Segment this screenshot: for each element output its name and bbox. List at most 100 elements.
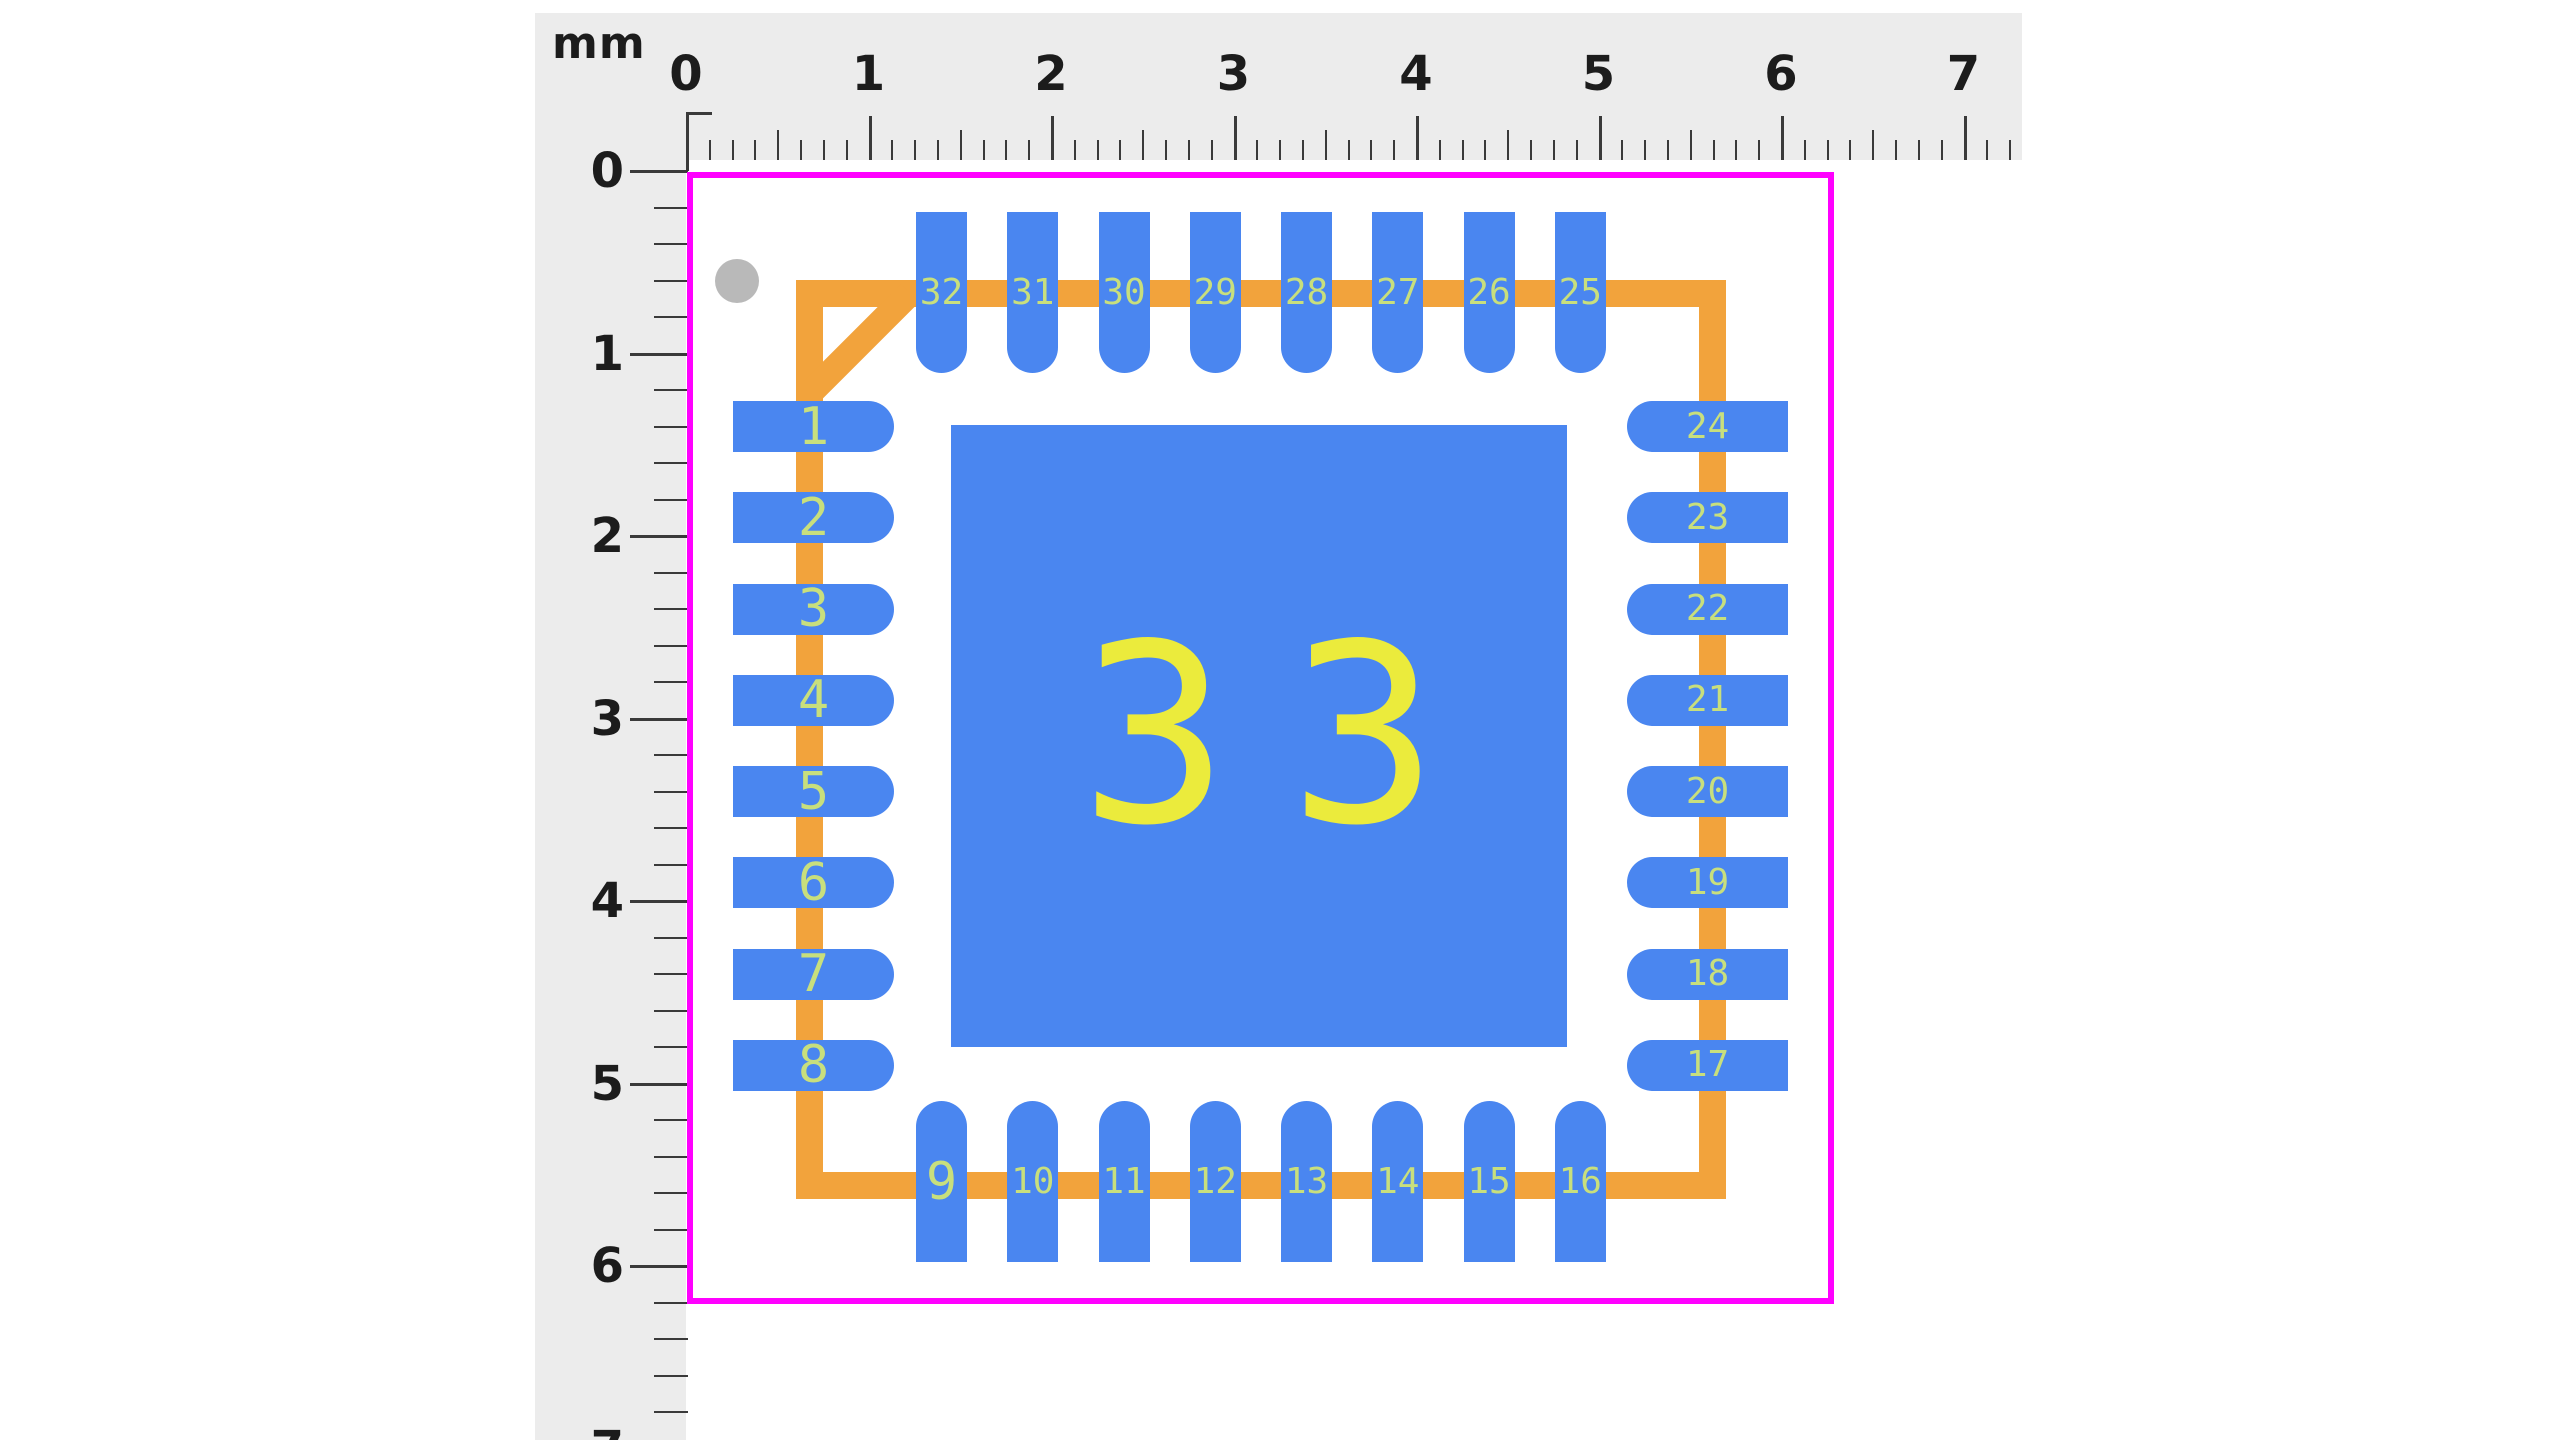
ruler-tick-h-minor [891, 140, 894, 160]
ruler-tick-v-minor [654, 644, 688, 647]
pad-25[interactable]: 25 [1554, 212, 1606, 373]
ruler-tick-v-minor [654, 754, 688, 756]
pad-27[interactable]: 27 [1372, 212, 1424, 373]
pad-number: 30 [1102, 271, 1146, 313]
pad-number: 1 [797, 396, 830, 457]
pad-28[interactable]: 28 [1281, 212, 1332, 373]
ruler-tick-h-half [1872, 130, 1875, 160]
ruler-tick-h-minor [1005, 140, 1008, 160]
pad-number: 29 [1193, 271, 1237, 313]
pad-7[interactable]: 7 [733, 948, 894, 1000]
pad-6[interactable]: 6 [733, 857, 894, 909]
ruler-tick-v-major [630, 717, 688, 721]
ruler-tick-h-minor [1803, 140, 1806, 160]
ruler-horizontal [535, 13, 2022, 160]
pad-number: 9 [925, 1151, 958, 1212]
pad-number: 3 [797, 579, 830, 639]
pad-4[interactable]: 4 [733, 670, 894, 731]
pad-33-number: 33 [1079, 592, 1499, 880]
pad-9[interactable]: 9 [916, 1101, 967, 1262]
ruler-number-h-3: 3 [1216, 46, 1251, 102]
pad-15[interactable]: 15 [1463, 1101, 1515, 1262]
pad-32[interactable]: 32 [916, 212, 967, 373]
pad-14[interactable]: 14 [1372, 1101, 1424, 1262]
pad-11[interactable]: 11 [1098, 1101, 1150, 1262]
ruler-tick-h-minor [1256, 140, 1259, 160]
pad-26[interactable]: 26 [1463, 212, 1515, 373]
ruler-tick-h-major [868, 116, 872, 160]
pad-2[interactable]: 2 [733, 492, 894, 544]
ruler-tick-v-minor [654, 1411, 688, 1413]
ruler-number-v-1: 1 [590, 325, 624, 382]
ruler-number-v-6: 6 [590, 1238, 624, 1294]
ruler-tick-v-minor [654, 279, 688, 282]
ruler-tick-h-minor [1028, 140, 1031, 160]
ruler-tick-h-minor [1370, 140, 1373, 160]
pad-1[interactable]: 1 [733, 396, 894, 457]
ruler-number-h-0: 0 [669, 46, 703, 102]
ruler-tick-h-major [1598, 116, 1602, 160]
pad-number: 16 [1558, 1160, 1602, 1202]
pad-13[interactable]: 13 [1281, 1101, 1332, 1262]
ruler-tick-h-minor [1826, 140, 1829, 160]
ruler-tick-h-minor [1165, 140, 1168, 160]
pad-number: 12 [1193, 1160, 1237, 1202]
pad-number: 28 [1284, 271, 1329, 313]
pad-21[interactable]: 21 [1627, 674, 1788, 726]
ruler-tick-v-minor [654, 608, 688, 610]
ruler-tick-h-major [1233, 116, 1237, 160]
pad-33-thermal[interactable]: 33 [951, 425, 1567, 1047]
ruler-tick-h-minor [800, 140, 803, 160]
ruler-tick-v-minor [654, 316, 688, 318]
ruler-tick-h-minor [1210, 140, 1213, 160]
ruler-tick-v-minor [654, 973, 688, 975]
pad-number: 4 [797, 670, 830, 731]
ruler-tick-h-minor [845, 140, 848, 160]
ruler-tick-h-minor [1393, 140, 1396, 160]
ruler-tick-h-half [1324, 130, 1327, 160]
pad-17[interactable]: 17 [1627, 1039, 1788, 1091]
ruler-tick-h-minor [1575, 140, 1578, 160]
ruler-tick-v-major [630, 352, 688, 356]
ruler-tick-h-minor [1484, 140, 1487, 160]
ruler-tick-v-minor [654, 790, 688, 793]
pad-10[interactable]: 10 [1007, 1101, 1059, 1262]
pad-18[interactable]: 18 [1627, 948, 1788, 1000]
pad-31[interactable]: 31 [1007, 212, 1059, 373]
ruler-tick-h-minor [914, 140, 917, 160]
pad-8[interactable]: 8 [733, 1039, 894, 1091]
pad-20[interactable]: 20 [1627, 766, 1788, 817]
ruler-tick-h-minor [1119, 140, 1122, 160]
ruler-tick-h-minor [936, 140, 939, 160]
ruler-tick-h-minor [1666, 140, 1669, 160]
pad-24[interactable]: 24 [1627, 401, 1788, 452]
pad-12[interactable]: 12 [1189, 1101, 1241, 1262]
pad-16[interactable]: 16 [1554, 1101, 1606, 1262]
ruler-tick-v-minor [654, 1301, 688, 1304]
pad-23[interactable]: 23 [1627, 492, 1788, 544]
pad-22[interactable]: 22 [1627, 583, 1788, 635]
ruler-tick-h-half [777, 130, 780, 160]
ruler-number-h-7: 7 [1946, 46, 1981, 102]
pad-3[interactable]: 3 [733, 579, 894, 639]
pad-number: 24 [1685, 405, 1730, 447]
courtyard-outline [687, 172, 1834, 1304]
pad-19[interactable]: 19 [1627, 857, 1788, 909]
pad-number: 18 [1685, 953, 1730, 994]
pad-5[interactable]: 5 [733, 766, 894, 818]
ruler-tick-v-minor [654, 1009, 688, 1012]
ruler-tick-h-major [1963, 116, 1967, 160]
ruler-tick-v-minor [654, 681, 688, 683]
ruler-tick-h-minor [1552, 140, 1555, 160]
ruler-tick-v-minor [654, 571, 688, 574]
ruler-tick-h-minor [1758, 140, 1761, 160]
pad-number: 27 [1376, 271, 1420, 313]
ruler-tick-v-minor [654, 1119, 688, 1121]
pad-29[interactable]: 29 [1189, 212, 1241, 373]
ruler-tick-h-minor [1895, 140, 1898, 160]
ruler-tick-h-minor [1461, 140, 1464, 160]
ruler-tick-h-minor [2009, 140, 2012, 160]
pad-30[interactable]: 30 [1098, 212, 1150, 373]
pad-number: 25 [1558, 271, 1602, 313]
